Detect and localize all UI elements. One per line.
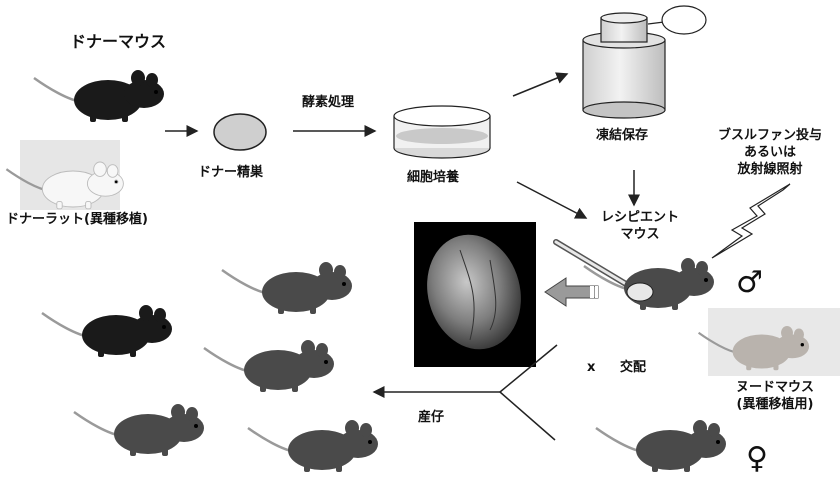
nude-mouse-label: ヌードマウス (異種移植用) bbox=[710, 380, 840, 414]
recipient-label: レシピエント マウス bbox=[590, 210, 690, 244]
cross-symbol: x bbox=[587, 360, 595, 377]
donor-mouse-image bbox=[34, 70, 164, 122]
offspring-mouse-5 bbox=[248, 420, 378, 472]
culture-label: 細胞培養 bbox=[407, 170, 459, 187]
offspring-mouse-3 bbox=[204, 340, 334, 392]
busulfan-line-1: ブスルファン投与 bbox=[700, 128, 840, 145]
recipient-mouse-image bbox=[584, 258, 714, 310]
freeze-label: 凍結保存 bbox=[596, 128, 648, 145]
donor-rat-label: ドナーラット(異種移植) bbox=[6, 212, 148, 229]
donor-mouse-label: ドナーマウス bbox=[70, 32, 166, 53]
birth-label: 産仔 bbox=[418, 410, 444, 427]
female-mouse-image bbox=[596, 420, 726, 472]
culture-dish-shape bbox=[394, 106, 490, 158]
freezer-jar-shape bbox=[583, 6, 706, 118]
nude-line-1: ヌードマウス bbox=[710, 380, 840, 397]
block-arrow-shape bbox=[545, 278, 598, 306]
offspring-mouse-4 bbox=[74, 404, 204, 456]
offspring-mouse-2 bbox=[42, 305, 172, 357]
male-symbol: ♂ bbox=[736, 268, 763, 298]
female-symbol: ♀ bbox=[746, 444, 768, 474]
donor-testis-label: ドナー精巣 bbox=[198, 165, 263, 182]
busulfan-line-2: あるいは bbox=[700, 145, 840, 162]
busulfan-label: ブスルファン投与 あるいは 放射線照射 bbox=[700, 128, 840, 179]
busulfan-line-3: 放射線照射 bbox=[700, 162, 840, 179]
donor-testis-shape bbox=[214, 114, 266, 150]
enzyme-label: 酵素処理 bbox=[302, 95, 354, 112]
mating-label: 交配 bbox=[620, 360, 646, 377]
lightning-bolt-shape bbox=[712, 184, 790, 258]
recipient-line-1: レシピエント bbox=[590, 210, 690, 227]
recipient-line-2: マウス bbox=[590, 227, 690, 244]
offspring-mouse-1 bbox=[222, 262, 352, 314]
nude-line-2: (異種移植用) bbox=[710, 397, 840, 414]
